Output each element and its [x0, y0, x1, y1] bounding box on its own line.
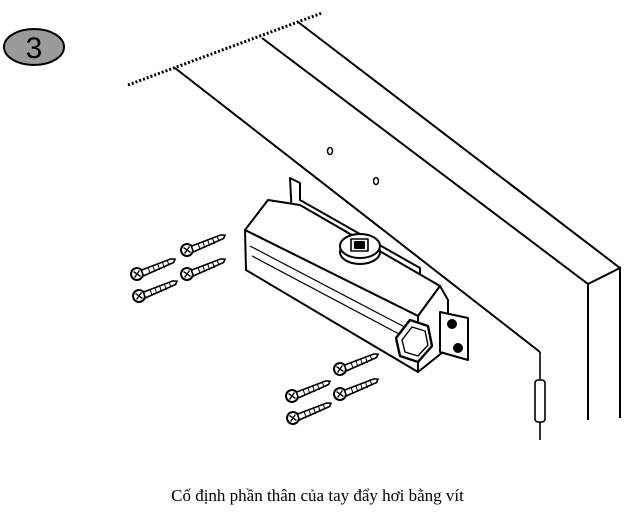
screw-icon: [130, 279, 181, 304]
screw-icon: [128, 257, 179, 282]
door-frame: [174, 21, 621, 420]
step-number-badge: 3: [3, 28, 65, 66]
screw-icon: [331, 352, 382, 377]
step-number: 3: [26, 32, 43, 65]
diagram-caption: Cố định phần thân của tay đẩy hơi bằng v…: [171, 486, 464, 505]
ceiling-hatch: [127, 11, 323, 87]
hinge-pin: [534, 352, 546, 440]
door-closer-body: [244, 177, 469, 373]
screw-icon: [283, 379, 334, 404]
screw-icon: [178, 257, 229, 282]
screw-icon: [284, 401, 335, 426]
screw-icon: [178, 233, 229, 258]
mounting-holes: [326, 146, 380, 186]
screw-icon: [331, 377, 382, 402]
